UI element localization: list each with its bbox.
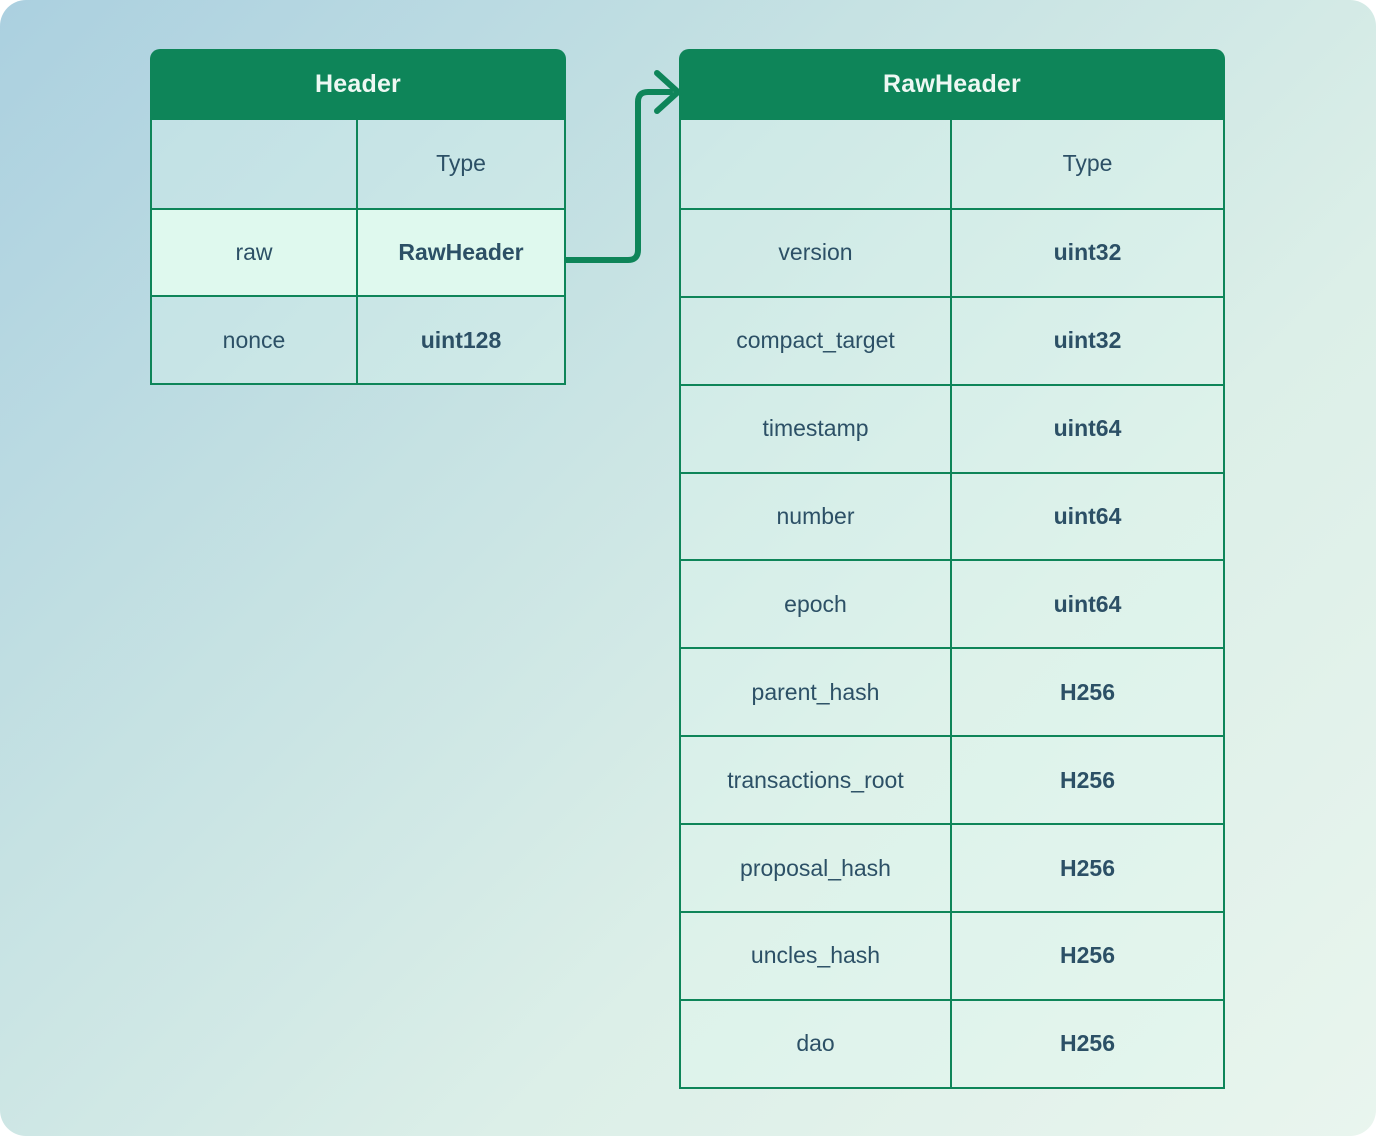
table-row: proposal_hash H256: [681, 823, 1223, 912]
type-column-header: Type: [1062, 150, 1113, 177]
table-row: timestamp uint64: [681, 383, 1223, 472]
table-row: epoch uint64: [681, 559, 1223, 648]
field-cell: uncles_hash: [681, 913, 952, 999]
field-column-header: [681, 120, 952, 208]
rawheader-table-title: RawHeader: [679, 49, 1225, 120]
type-cell: uint32: [1053, 327, 1122, 354]
field-cell: nonce: [152, 297, 358, 384]
table-row: parent_hash H256: [681, 647, 1223, 736]
type-cell: H256: [1060, 1030, 1115, 1057]
field-cell: compact_target: [681, 297, 952, 384]
header-table: Header Type raw RawHeader nonce uint128: [150, 49, 566, 386]
field-cell: raw: [152, 209, 358, 296]
type-cell: RawHeader: [398, 239, 524, 266]
table-row: uncles_hash H256: [681, 911, 1223, 999]
header-table-body: Type raw RawHeader nonce uint128: [150, 120, 566, 386]
type-cell: H256: [1060, 942, 1115, 969]
rawheader-table-body: Type version uint32 compact_target uint32 ti…: [679, 120, 1225, 1089]
type-cell: uint64: [1053, 590, 1122, 617]
column-header-row: Type: [152, 120, 564, 208]
field-cell: timestamp: [681, 385, 952, 472]
type-cell: uint32: [1053, 239, 1122, 266]
table-row: dao H256: [681, 998, 1223, 1087]
type-cell: uint64: [1053, 503, 1122, 529]
type-cell: H256: [1060, 678, 1115, 705]
field-cell: number: [681, 473, 952, 560]
type-column-header: Type: [436, 150, 486, 177]
table-row: raw RawHeader: [152, 207, 564, 296]
type-cell: H256: [1060, 766, 1115, 793]
field-cell: parent_hash: [681, 649, 952, 736]
field-cell: version: [681, 209, 952, 296]
header-table-title: Header: [150, 49, 566, 120]
type-cell: H256: [1060, 854, 1115, 881]
table-row: compact_target uint32: [681, 295, 1223, 384]
table-row: transactions_root H256: [681, 735, 1223, 824]
field-cell: dao: [681, 1000, 952, 1087]
type-cell: uint128: [420, 326, 502, 353]
field-cell: epoch: [681, 561, 952, 648]
field-cell: proposal_hash: [681, 825, 952, 912]
table-row: number uint64: [681, 471, 1223, 560]
field-column-header: [152, 120, 358, 208]
table-row: nonce uint128: [152, 295, 564, 384]
column-header-row: Type: [681, 120, 1223, 208]
table-row: version uint32: [681, 207, 1223, 296]
field-cell: transactions_root: [681, 737, 952, 824]
type-cell: uint64: [1053, 415, 1122, 442]
